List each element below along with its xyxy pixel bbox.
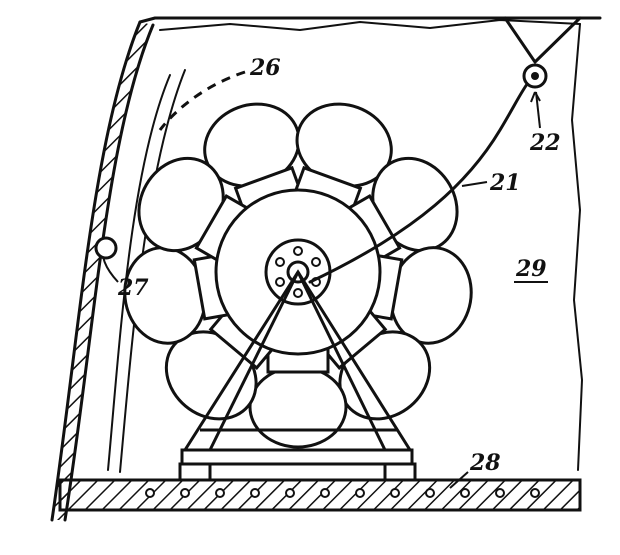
ref-label-26: 26	[249, 55, 281, 81]
radial-engine	[123, 102, 473, 449]
item-27-fitting	[94, 236, 118, 260]
engine-mount-frame	[178, 269, 417, 482]
pulley-bracket	[503, 16, 582, 89]
ref-label-28: 28	[469, 450, 501, 476]
cutaway-top-edge	[159, 19, 581, 31]
ref-label-29: 29	[515, 256, 547, 282]
control-cable	[308, 78, 532, 284]
ref-label-21: 21	[489, 170, 521, 196]
ref-label-27: 27	[117, 275, 149, 301]
cutaway-right-edge	[571, 23, 583, 471]
leader-lines	[101, 91, 541, 489]
ref-label-22: 22	[529, 130, 561, 156]
floor-frame	[58, 478, 582, 512]
floor-rivets	[145, 488, 540, 498]
